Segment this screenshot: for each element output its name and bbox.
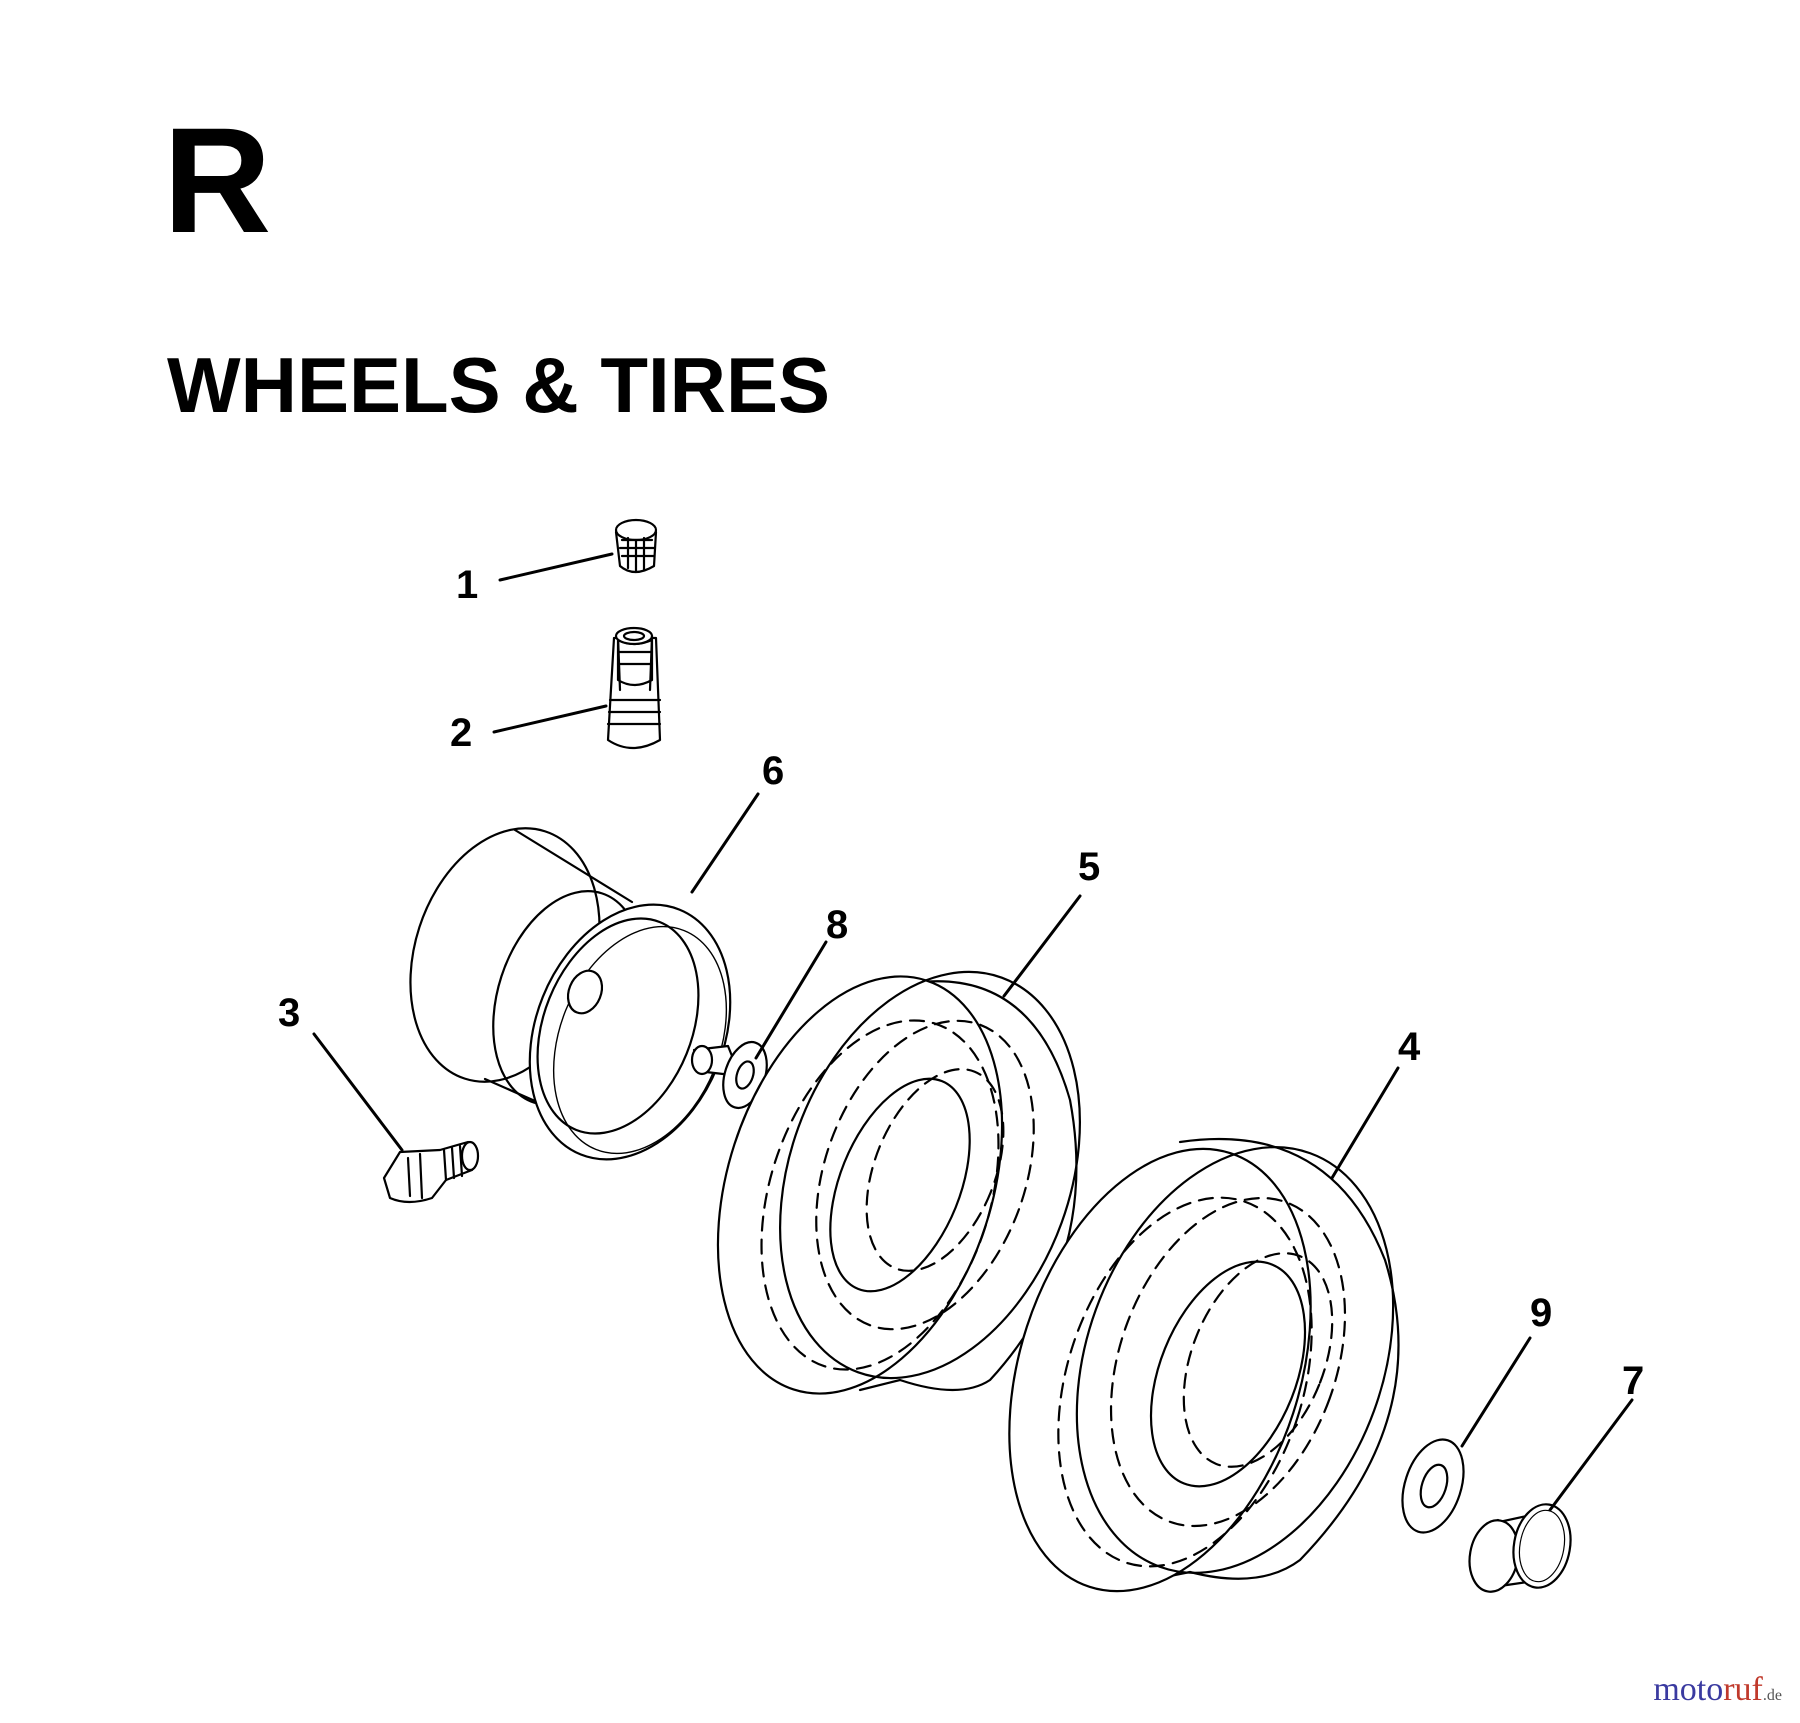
part-grease-fitting[interactable] bbox=[382, 1140, 480, 1204]
leader-line-9 bbox=[1460, 1336, 1532, 1448]
leader-line-1 bbox=[498, 552, 614, 582]
callout-2: 2 bbox=[450, 711, 472, 755]
part-tire-rear[interactable] bbox=[956, 1103, 1449, 1630]
leader-line-2 bbox=[492, 704, 608, 734]
callout-3: 3 bbox=[278, 991, 300, 1035]
leader-line-4 bbox=[1330, 1066, 1400, 1180]
callout-8: 8 bbox=[826, 903, 848, 947]
leader-line-8 bbox=[754, 940, 828, 1060]
part-tire-front[interactable] bbox=[668, 930, 1133, 1430]
callout-1: 1 bbox=[456, 563, 478, 607]
part-wheel-rim[interactable] bbox=[379, 804, 766, 1190]
watermark-prefix: moto bbox=[1653, 1671, 1724, 1708]
callout-7: 7 bbox=[1622, 1359, 1644, 1403]
part-hub-cap[interactable] bbox=[1464, 1500, 1577, 1596]
section-letter: R bbox=[163, 96, 272, 264]
callout-6: 6 bbox=[762, 749, 784, 793]
watermark-tld: .de bbox=[1762, 1687, 1782, 1704]
leader-line-6 bbox=[690, 792, 760, 894]
leader-line-3 bbox=[312, 1032, 404, 1152]
callout-4: 4 bbox=[1398, 1025, 1421, 1069]
watermark-logo: motoruf.de bbox=[1653, 1671, 1782, 1709]
watermark-accent: ruf bbox=[1723, 1671, 1763, 1708]
callout-9: 9 bbox=[1530, 1291, 1552, 1335]
section-title: WHEELS & TIRES bbox=[167, 341, 831, 429]
callout-5: 5 bbox=[1078, 845, 1100, 889]
part-valve-stem[interactable] bbox=[606, 626, 662, 750]
part-washer[interactable] bbox=[1392, 1432, 1475, 1541]
leader-line-5 bbox=[1002, 894, 1082, 998]
leader-line-7 bbox=[1548, 1398, 1634, 1512]
part-valve-cap[interactable] bbox=[614, 518, 658, 574]
